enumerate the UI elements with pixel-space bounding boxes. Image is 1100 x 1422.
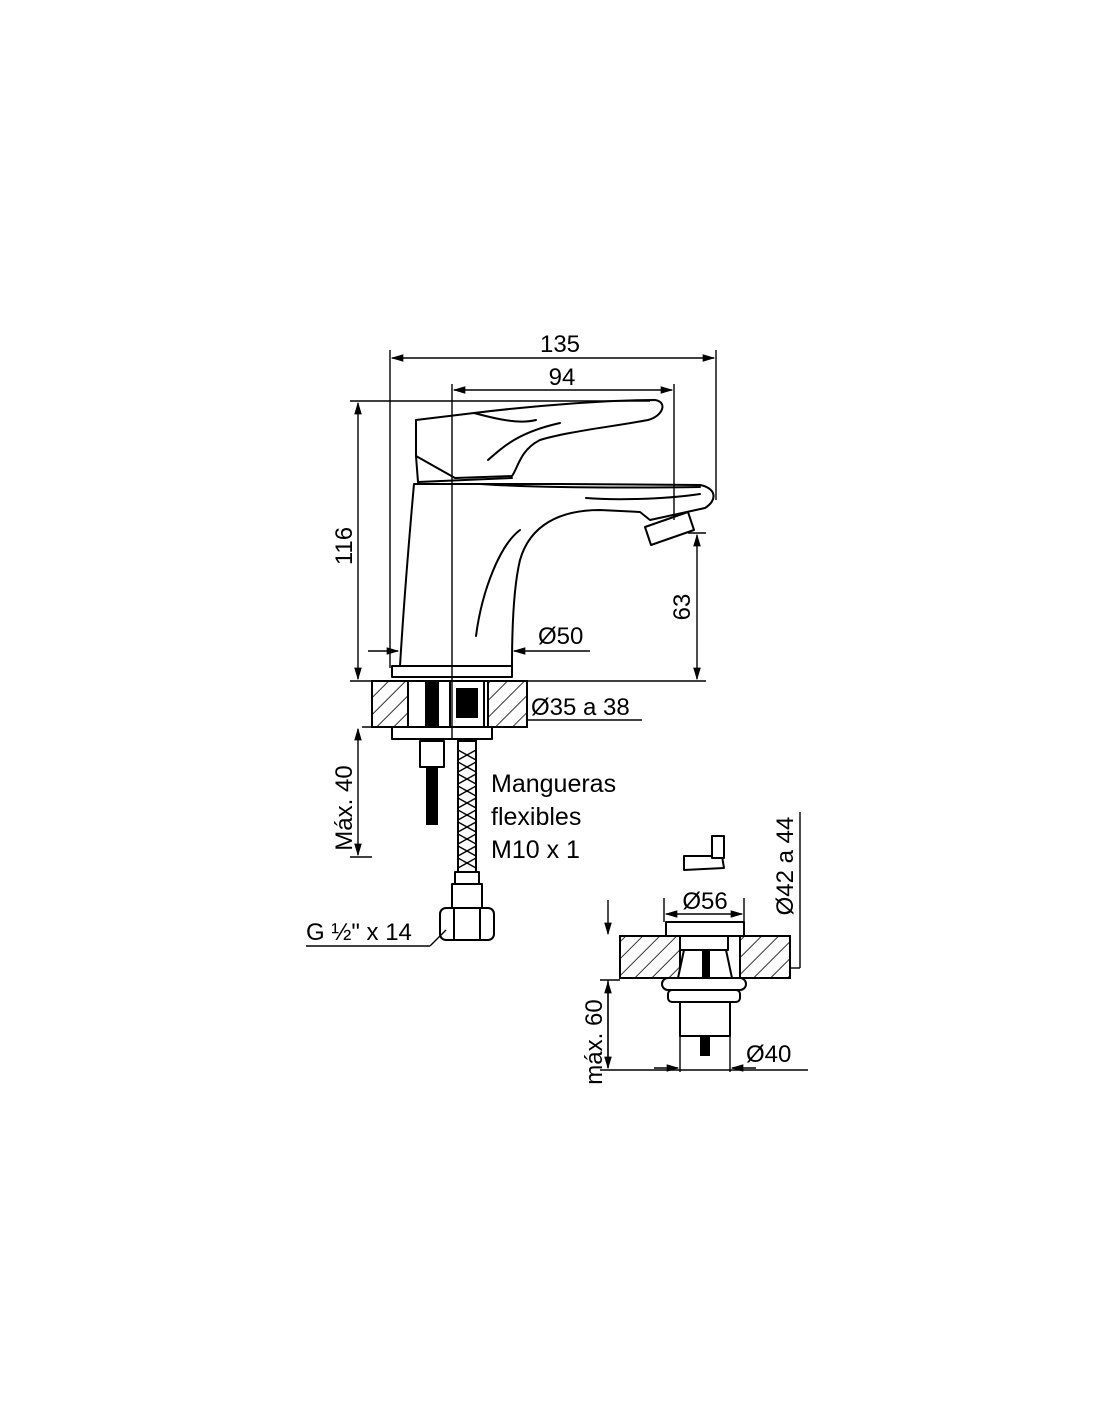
dim-drain-pipe: Ø40 <box>746 1041 791 1068</box>
dim-thread: G ½" x 14 <box>306 919 412 946</box>
dim-drain-hole: Ø42 a 44 <box>772 817 799 916</box>
dim-max-deck-thickness: Máx. 40 <box>331 765 358 850</box>
dimension-lines <box>306 350 717 947</box>
dim-overall-width: 135 <box>540 331 580 358</box>
hoses-label-line1: Mangueras <box>491 770 616 798</box>
drain-assembly <box>600 812 808 1072</box>
hoses-label-line3: M10 x 1 <box>491 836 580 864</box>
dim-spout-reach: 94 <box>549 364 576 391</box>
dim-total-height: 116 <box>331 527 358 565</box>
dim-hole-diameter: Ø35 a 38 <box>531 694 630 721</box>
deck-section <box>362 680 528 825</box>
hoses-label-line2: flexibles <box>491 803 581 831</box>
dim-drain-max-thickness: máx. 60 <box>581 999 608 1084</box>
flexible-hose <box>439 740 495 941</box>
lever-handle <box>415 399 664 479</box>
dim-spout-height: 63 <box>669 594 696 621</box>
dim-base-diameter: Ø50 <box>538 623 583 650</box>
dim-drain-diameter: Ø56 <box>682 888 727 915</box>
